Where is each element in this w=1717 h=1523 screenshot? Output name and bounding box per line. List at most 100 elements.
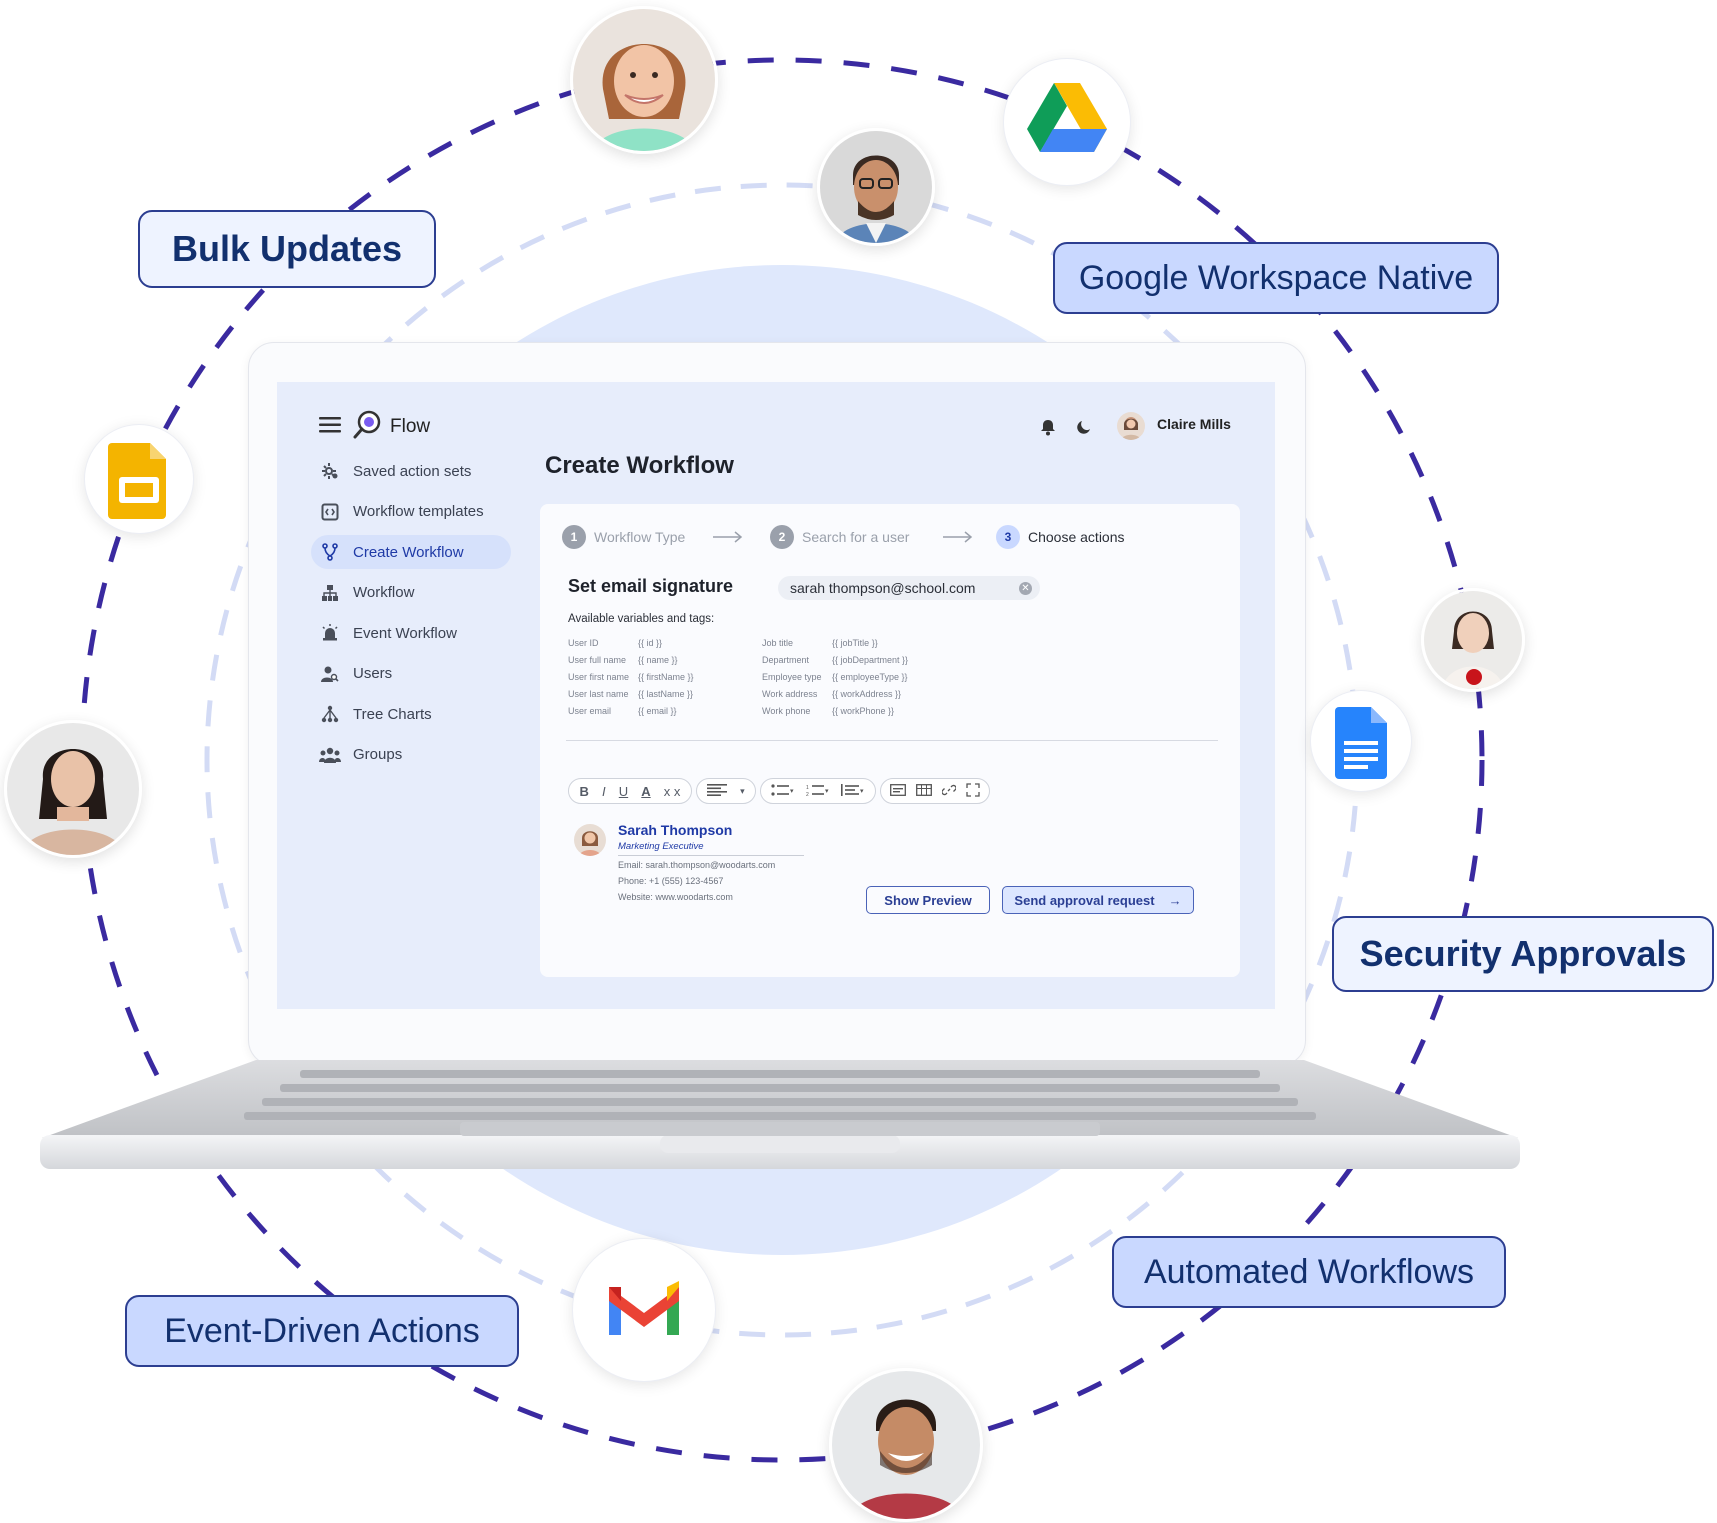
send-approval-label: Send approval request xyxy=(1014,892,1155,908)
align-dropdown[interactable]: ▾ xyxy=(696,778,756,804)
sidebar-item-label: Create Workflow xyxy=(353,543,464,561)
user-avatar[interactable] xyxy=(1117,412,1145,440)
divider xyxy=(566,740,1218,741)
sidebar-item-workflow-templates[interactable]: Workflow templates xyxy=(311,495,511,529)
variable-tag[interactable]: {{ employeeType }} xyxy=(832,672,908,682)
underline-button[interactable]: U xyxy=(618,783,629,799)
app-name: Flow xyxy=(390,416,431,437)
google-docs-bubble xyxy=(1310,690,1412,792)
bullet-list-icon[interactable]: ▾ xyxy=(771,783,795,799)
sidebar-item-workflow[interactable]: Workflow xyxy=(311,576,511,610)
variable-tag[interactable]: {{ workPhone }} xyxy=(832,706,895,716)
variable-tag[interactable]: {{ name }} xyxy=(638,655,678,665)
clear-format-button[interactable]: x x xyxy=(663,783,681,799)
variable-tag[interactable]: {{ email }} xyxy=(638,706,677,716)
signature-divider xyxy=(618,855,804,856)
insert-group xyxy=(880,778,990,804)
google-drive-bubble xyxy=(1003,58,1131,186)
hamburger-menu-icon[interactable] xyxy=(319,416,341,434)
tree-chart-icon xyxy=(319,703,341,725)
step-number: 2 xyxy=(770,525,794,549)
group-icon xyxy=(319,744,341,766)
bell-icon[interactable] xyxy=(1039,418,1057,436)
indent-icon[interactable]: ▾ xyxy=(841,783,865,799)
variable-tag[interactable]: {{ lastName }} xyxy=(638,689,694,699)
sidebar-item-tree-charts[interactable]: Tree Charts xyxy=(311,697,511,731)
variable-tag[interactable]: {{ jobDepartment }} xyxy=(832,655,909,665)
sidebar-item-label: Workflow xyxy=(353,584,415,601)
sidebar-item-groups[interactable]: Groups xyxy=(311,738,511,772)
align-left-icon xyxy=(707,783,728,799)
fullscreen-icon[interactable] xyxy=(966,782,980,800)
show-preview-label: Show Preview xyxy=(884,892,972,908)
variable-name: User last name xyxy=(568,689,629,699)
signature-name: Sarah Thompson xyxy=(618,822,733,838)
variable-name: User ID xyxy=(568,638,599,648)
bulk-updates-text: Bulk Updates xyxy=(171,228,403,269)
sidebar-item-label: Users xyxy=(353,665,393,682)
automated-workflows-text: Automated Workflows xyxy=(1143,1252,1475,1291)
sidebar-item-label: Tree Charts xyxy=(353,705,432,723)
image-icon[interactable] xyxy=(890,783,906,799)
sidebar-item-users[interactable]: Users xyxy=(311,657,511,691)
bold-button[interactable]: B xyxy=(579,783,589,799)
avatar-woman-smiling xyxy=(570,6,718,154)
link-icon[interactable] xyxy=(941,783,957,800)
avatar-man-glasses xyxy=(817,128,935,246)
svg-text:▾: ▾ xyxy=(790,788,794,795)
google-workspace-text: Google Workspace Native xyxy=(1078,258,1474,297)
sidebar-item-label: Saved action sets xyxy=(353,462,472,480)
variable-name: User first name xyxy=(568,672,630,682)
step-3[interactable]: 3 Choose actions xyxy=(996,524,1125,550)
step-number: 3 xyxy=(996,525,1020,549)
user-chip[interactable]: sarah thompson@school.com ✕ xyxy=(778,576,1040,600)
sidebar-item-saved-action-sets[interactable]: Saved action sets xyxy=(311,454,511,488)
font-color-button[interactable]: A xyxy=(641,783,651,799)
svg-text:1: 1 xyxy=(806,785,809,791)
avatar-man-smiling xyxy=(829,1368,983,1522)
avatar-woman-rose xyxy=(1421,588,1525,692)
google-docs-icon xyxy=(1335,707,1387,779)
signature-website: Website: www.woodarts.com xyxy=(618,892,733,902)
sidebar-item-label: Groups xyxy=(353,746,403,763)
signature-title: Marketing Executive xyxy=(618,841,704,852)
branch-icon xyxy=(319,541,341,563)
svg-text:▾: ▾ xyxy=(860,788,864,795)
show-preview-button[interactable]: Show Preview xyxy=(866,886,990,914)
google-slides-bubble xyxy=(84,424,194,534)
send-approval-button[interactable]: Send approval request → xyxy=(1002,886,1194,914)
hierarchy-icon xyxy=(319,582,341,604)
user-search-icon xyxy=(319,663,341,685)
gear-icon xyxy=(319,460,341,482)
step-number: 1 xyxy=(562,525,586,549)
chevron-down-icon: ▾ xyxy=(740,785,745,796)
italic-button[interactable]: I xyxy=(602,783,606,799)
sidebar-item-create-workflow[interactable]: Create Workflow xyxy=(311,535,511,569)
variable-tag[interactable]: {{ jobTitle }} xyxy=(832,638,878,648)
step-2[interactable]: 2 Search for a user xyxy=(770,524,909,550)
google-drive-icon xyxy=(1027,83,1107,152)
sidebar-item-event-workflow[interactable]: Event Workflow xyxy=(311,616,511,650)
variable-tag[interactable]: {{ workAddress }} xyxy=(832,689,902,699)
label-google-workspace-native: Google Workspace Native xyxy=(1053,242,1499,314)
signature-phone: Phone: +1 (555) 123-4567 xyxy=(618,876,724,886)
arrow-right-icon xyxy=(712,530,744,549)
label-event-driven-actions: Event-Driven Actions xyxy=(125,1295,519,1367)
table-icon[interactable] xyxy=(916,783,932,799)
step-1[interactable]: 1 Workflow Type xyxy=(562,524,685,550)
close-icon[interactable]: ✕ xyxy=(1019,581,1032,595)
gmail-icon xyxy=(609,1281,679,1335)
arrow-right-icon: → xyxy=(1168,892,1182,908)
variable-tag[interactable]: {{ id }} xyxy=(638,638,663,648)
label-automated-workflows: Automated Workflows xyxy=(1112,1236,1506,1308)
alarm-icon xyxy=(319,622,341,644)
variable-name: Work phone xyxy=(762,706,811,716)
dark-mode-moon-icon[interactable] xyxy=(1075,418,1093,436)
label-security-approvals: Security Approvals xyxy=(1332,916,1714,992)
variable-tag[interactable]: {{ firstName }} xyxy=(638,672,694,682)
avatar-woman-asian xyxy=(4,720,142,858)
text-format-group: B I U A x x xyxy=(568,778,692,804)
